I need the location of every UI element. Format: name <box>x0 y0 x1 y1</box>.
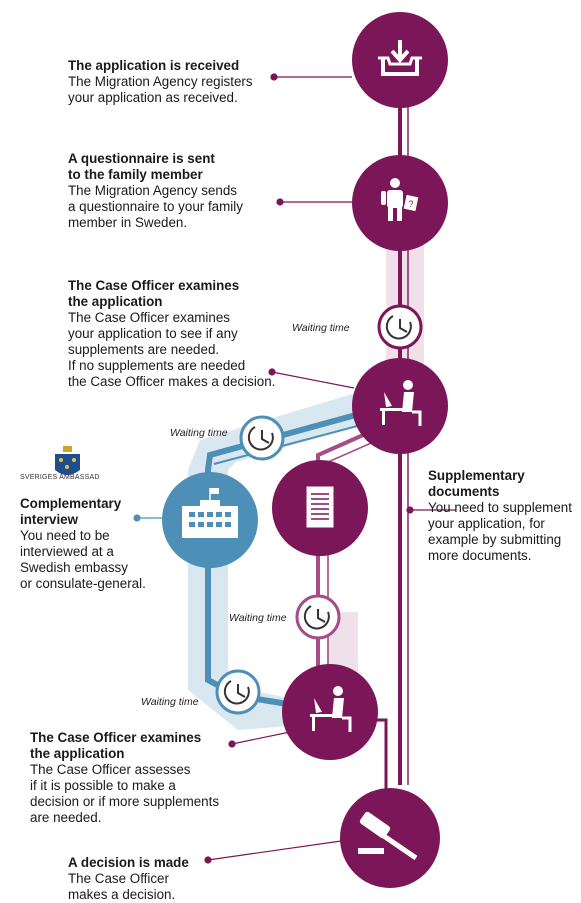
step-received-icon <box>352 12 448 108</box>
clock-icon <box>239 415 285 461</box>
step-title: the application <box>68 294 163 309</box>
step-title: documents <box>428 484 500 499</box>
step-received: The application is received The Migratio… <box>68 58 278 106</box>
step-body: Swedish embassy <box>20 560 128 575</box>
step-decision-icon <box>340 788 440 888</box>
clock-icon <box>215 669 261 715</box>
connectors <box>204 73 456 864</box>
step-examine2-icon <box>282 664 378 760</box>
step-body: The Migration Agency registers <box>68 74 253 89</box>
step-supplementary: Supplementary documents You need to supp… <box>428 468 578 564</box>
step-body: a questionnaire to your family <box>68 199 243 214</box>
step-body: You need to be <box>20 528 110 543</box>
step-body: member in Sweden. <box>68 215 188 230</box>
step-supplementary-icon <box>272 460 368 556</box>
step-examine: The Case Officer examines the applicatio… <box>68 278 308 390</box>
step-body: the Case Officer makes a decision. <box>68 374 276 389</box>
step-body: makes a decision. <box>68 887 176 902</box>
step-title: The application is received <box>68 58 240 73</box>
step-questionnaire-icon: ? <box>352 155 448 251</box>
step-title: The Case Officer examines <box>30 730 202 745</box>
step-questionnaire: A questionnaire is sent to the family me… <box>68 151 288 231</box>
waiting-time-label: Waiting time <box>170 427 228 439</box>
step-body: If no supplements are needed <box>68 358 246 373</box>
step-title: the application <box>30 746 125 761</box>
step-body: your application to see if any <box>68 326 238 341</box>
step-title: to the family member <box>68 167 203 182</box>
waiting-time-label: Waiting time <box>229 612 287 624</box>
step-body: are needed. <box>30 810 102 825</box>
svg-text:?: ? <box>408 199 413 209</box>
step-body: or consulate-general. <box>20 576 146 591</box>
step-examine2: The Case Officer examines the applicatio… <box>30 730 260 826</box>
step-title: Complementary <box>20 496 122 511</box>
step-examine-icon <box>352 358 448 454</box>
step-body: The Case Officer assesses <box>30 762 191 777</box>
step-title: A questionnaire is sent <box>68 151 215 166</box>
step-body: if it is possible to make a <box>30 778 176 793</box>
interview-connector <box>133 514 162 522</box>
step-body: The Case Officer examines <box>68 310 230 325</box>
step-title: interview <box>20 512 79 527</box>
step-body: example by submitting <box>428 532 562 547</box>
step-body: interviewed at a <box>20 544 114 559</box>
step-decision: A decision is made The Case Officer make… <box>68 855 228 903</box>
embassy-label: SVERIGES AMBASSAD <box>20 474 100 481</box>
step-body: more documents. <box>428 548 532 563</box>
swedish-crest-icon <box>55 446 80 475</box>
waiting-time-label: Waiting time <box>292 322 350 334</box>
clock-icon <box>377 304 423 350</box>
step-body: your application, for <box>428 516 545 531</box>
step-body: You need to supplement <box>428 500 572 515</box>
step-body: decision or if more supplements <box>30 794 220 809</box>
step-title: A decision is made <box>68 855 189 870</box>
clock-icon <box>295 594 341 640</box>
step-interview: Complementary interview You need to be i… <box>20 496 160 592</box>
step-title: The Case Officer examines <box>68 278 240 293</box>
step-body: supplements are needed. <box>68 342 220 357</box>
step-title: Supplementary <box>428 468 525 483</box>
waiting-time-label: Waiting time <box>141 696 199 708</box>
step-body: The Migration Agency sends <box>68 183 237 198</box>
step-body: your application as received. <box>68 90 238 105</box>
step-body: The Case Officer <box>68 871 169 886</box>
step-interview-icon <box>162 472 258 568</box>
